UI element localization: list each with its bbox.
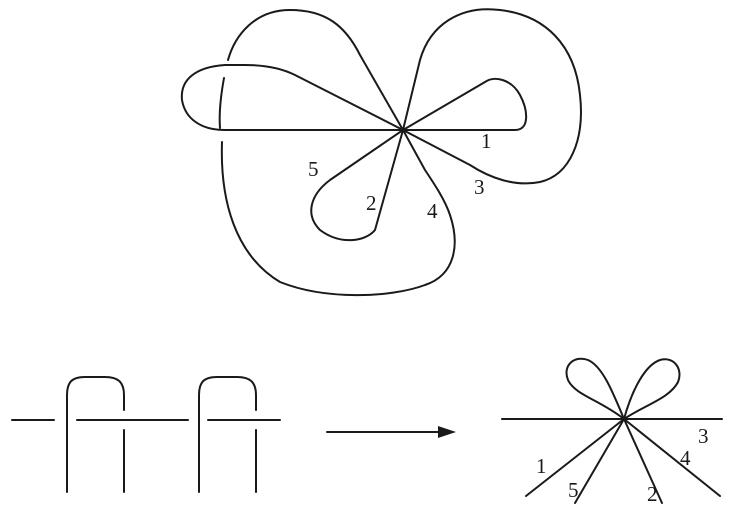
star-label-5: 5 (568, 478, 579, 502)
arrow-head (438, 426, 456, 438)
top-label-2: 2 (366, 191, 377, 215)
bottom-lobe-path (220, 129, 456, 297)
star-right-loop (623, 358, 681, 420)
star-strand-1 (525, 418, 625, 497)
upper-left-lobe-under-segment (218, 77, 225, 129)
star-label-2: 2 (647, 482, 658, 506)
upper-left-lobe-path (227, 9, 404, 131)
top-knot-diagram: 1 2 3 4 5 (180, 8, 582, 297)
star-strand-5 (574, 418, 625, 504)
top-label-1: 1 (481, 129, 492, 153)
star-strand-2 (623, 418, 663, 504)
transformation-arrow (326, 426, 456, 438)
arch-2-path (198, 376, 257, 493)
top-label-3: 3 (474, 175, 485, 199)
top-label-4: 4 (427, 199, 438, 223)
strand-1-path (402, 77, 528, 131)
top-label-5: 5 (308, 157, 319, 181)
upper-right-lobe-path (402, 8, 582, 185)
petal-5-2-path (310, 129, 404, 242)
bottom-left-clasp-diagram (11, 376, 281, 493)
star-strand-4 (623, 418, 721, 497)
left-loop-path (180, 64, 404, 131)
star-label-1: 1 (536, 454, 547, 478)
star-left-loop (565, 357, 625, 420)
star-label-4: 4 (680, 446, 691, 470)
star-label-3: 3 (698, 424, 709, 448)
arch-1-path (66, 376, 125, 493)
bottom-right-star-diagram: 1 5 2 4 3 (501, 357, 723, 506)
